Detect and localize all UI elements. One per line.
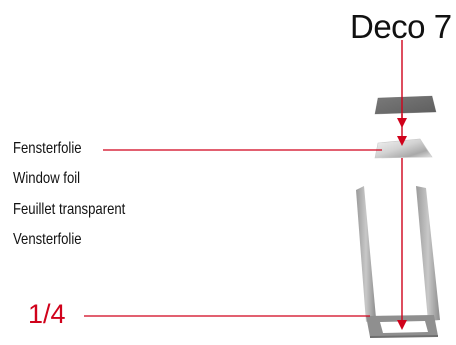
- deco-plate: [374, 95, 437, 115]
- foil-label-german: Fensterfolie: [13, 140, 82, 157]
- plate-to-foil-line: [397, 114, 407, 146]
- product-title: Deco 7: [350, 8, 452, 45]
- frame-stand: [356, 186, 440, 338]
- window-foil: [374, 138, 433, 159]
- foil-label-english: Window foil: [13, 170, 81, 187]
- foil-label-french: Feuillet transparent: [13, 201, 126, 218]
- fraction-label: 1/4: [28, 299, 66, 329]
- foil-to-base-line: [397, 158, 407, 330]
- foil-label-dutch: Vensterfolie: [13, 231, 82, 248]
